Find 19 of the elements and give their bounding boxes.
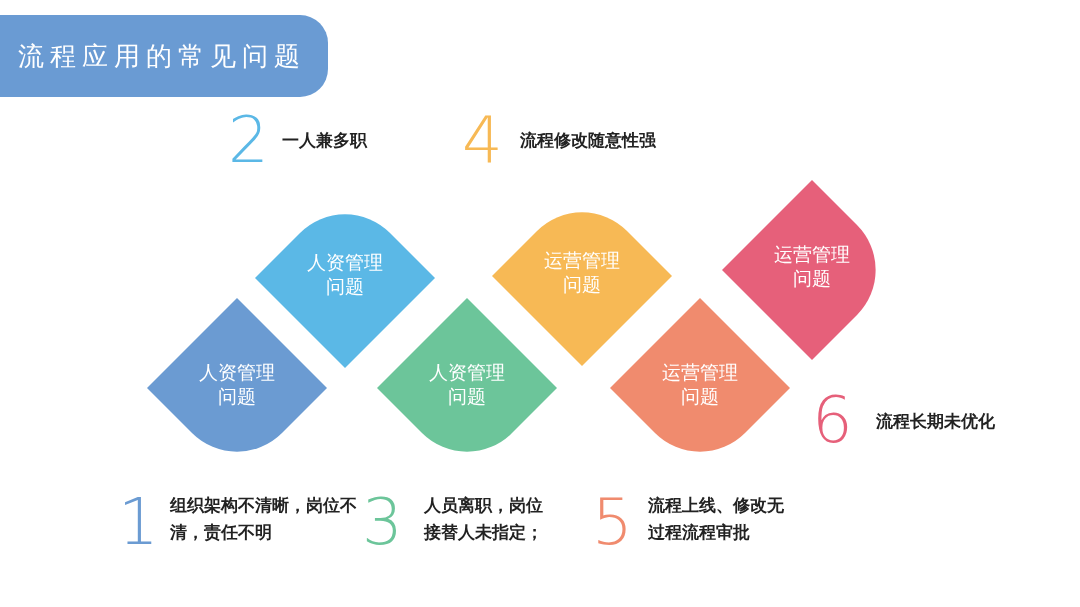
item-numeral: 5 <box>592 490 633 554</box>
item-numeral: 4 <box>462 108 503 172</box>
node-label: 运营管理问题 <box>661 360 739 408</box>
item-numeral: 2 <box>228 108 269 172</box>
node-label: 运营管理问题 <box>773 242 851 290</box>
problem-text: 流程修改随意性强 <box>520 129 657 152</box>
problem-text: 人员离职，岗位接替人未指定； <box>424 494 544 544</box>
item-numeral: 3 <box>362 490 403 554</box>
title-banner: 流程应用的常见问题 <box>0 15 328 97</box>
item-numeral: 6 <box>812 388 853 452</box>
problem-text: 组织架构不清晰，岗位不清，责任不明 <box>170 494 358 544</box>
problem-text: 流程长期未优化 <box>876 410 996 433</box>
node-label: 人资管理问题 <box>306 250 384 298</box>
node-label: 运营管理问题 <box>543 248 621 296</box>
node-label: 人资管理问题 <box>198 360 276 408</box>
node-label: 人资管理问题 <box>428 360 506 408</box>
item-numeral: 1 <box>118 490 159 554</box>
problem-text: 流程上线、修改无过程流程审批 <box>648 494 785 544</box>
problem-text: 一人兼多职 <box>282 129 369 152</box>
